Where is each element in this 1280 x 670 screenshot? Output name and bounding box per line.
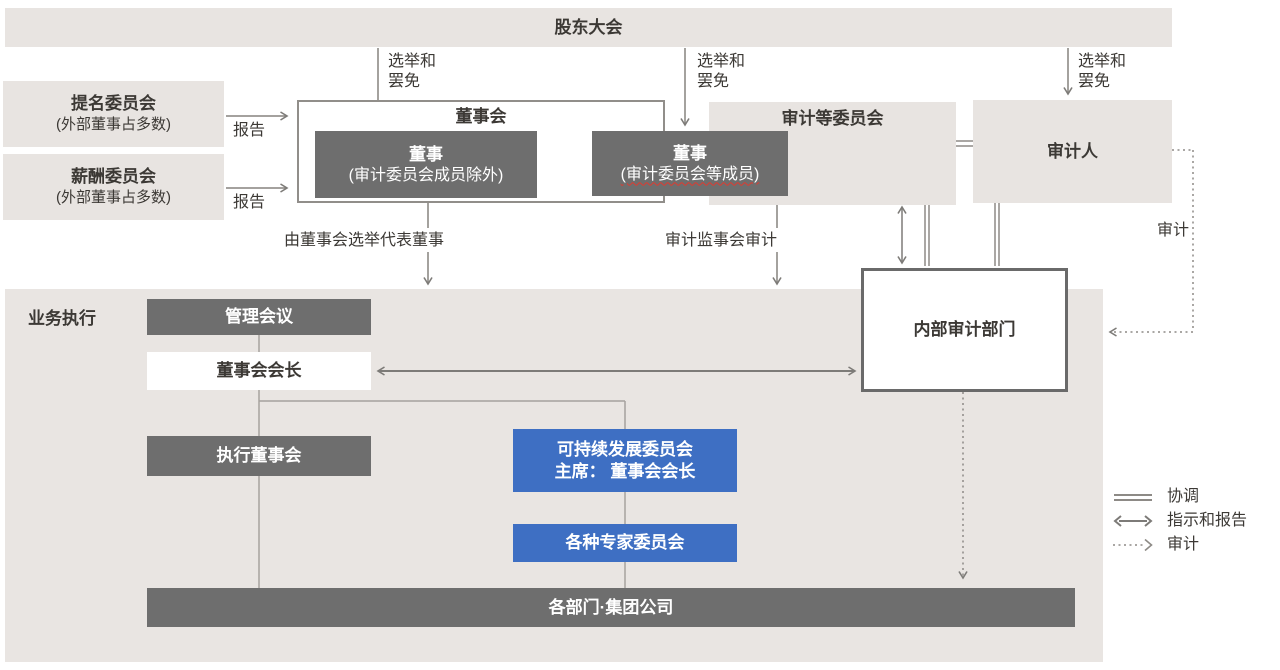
dotted-arrow-icon xyxy=(1113,538,1153,552)
election-label-left: 选举和 罢免 xyxy=(388,52,436,92)
compensation-committee-note: (外部董事占多数) xyxy=(56,189,171,206)
coordination-line-committee-internal-audit xyxy=(924,205,930,266)
shareholders-meeting-bar: 股东大会 xyxy=(5,8,1172,47)
legend-coordination-label: 协调 xyxy=(1167,488,1200,505)
directors-excl-audit-title: 董事 xyxy=(409,144,443,164)
legend-instruction-report: 指示和报告 xyxy=(1111,511,1247,531)
compensation-committee-title: 薪酬委员会 xyxy=(71,167,156,186)
double-arrow-icon xyxy=(1113,515,1153,527)
board-of-directors-label: 董事会 xyxy=(455,107,507,126)
audit-committee-label: 审计等委员会 xyxy=(781,109,884,128)
nomination-committee-note: (外部董事占多数) xyxy=(56,116,171,133)
election-label-middle: 选举和 罢免 xyxy=(697,52,745,92)
election-label-line1: 选举和 xyxy=(388,53,437,70)
election-label-right: 选举和 罢免 xyxy=(1078,52,1126,92)
election-label-line2: 罢免 xyxy=(697,73,730,90)
management-meeting-label: 管理会议 xyxy=(225,307,293,326)
report-label-compensation: 报告 xyxy=(233,194,266,211)
directors-excl-audit-box: 董事 (审计委员会成员除外) xyxy=(315,131,537,198)
nomination-committee-box: 提名委员会 (外部董事占多数) xyxy=(3,81,224,147)
auditor-box: 审计人 xyxy=(973,100,1172,203)
executive-board-label: 执行董事会 xyxy=(216,446,302,465)
management-meeting-box: 管理会议 xyxy=(147,299,371,335)
legend-audit: 审计 xyxy=(1111,535,1199,555)
sustainability-committee-line2: 主席： 董事会会长 xyxy=(554,461,696,481)
directors-audit-members-note: (审计委员会等成员) xyxy=(620,165,760,183)
shareholders-meeting-label: 股东大会 xyxy=(554,17,623,37)
audit-supervisory-label: 审计监事会审计 xyxy=(665,232,778,249)
coordination-line-committee-auditor xyxy=(956,140,973,147)
legend-coordination: 协调 xyxy=(1111,487,1199,507)
nomination-committee-title: 提名委员会 xyxy=(71,94,156,113)
legend-audit-label: 审计 xyxy=(1167,536,1200,553)
sustainability-committee-line1: 可持续发展委员会 xyxy=(557,439,693,459)
directors-excl-audit-note: (审计委员会成员除外) xyxy=(348,166,504,184)
internal-audit-label: 内部审计部门 xyxy=(913,320,1016,339)
auditor-label: 审计人 xyxy=(1047,141,1098,161)
directors-audit-members-box: 董事 (审计委员会等成员) xyxy=(592,131,788,196)
business-execution-label: 业务执行 xyxy=(28,309,96,328)
election-label-line1: 选举和 xyxy=(697,53,746,70)
departments-group-label: 各部门·集团公司 xyxy=(548,597,674,617)
double-line-icon xyxy=(1114,494,1152,501)
dotted-audit-path-right xyxy=(1172,149,1194,330)
coordination-line-auditor-internal-audit xyxy=(994,203,1000,266)
audit-right-label: 审计 xyxy=(1157,222,1190,239)
election-label-line2: 罢免 xyxy=(388,73,421,90)
legend-instruction-report-label: 指示和报告 xyxy=(1167,512,1248,529)
internal-audit-box: 内部审计部门 xyxy=(861,268,1068,392)
election-label-line1: 选举和 xyxy=(1078,53,1127,70)
report-label-nomination: 报告 xyxy=(233,122,266,139)
expert-committees-box: 各种专家委员会 xyxy=(513,524,737,562)
board-chairman-label: 董事会会长 xyxy=(216,361,302,380)
representative-election-label: 由董事会选举代表董事 xyxy=(284,232,445,249)
compensation-committee-box: 薪酬委员会 (外部董事占多数) xyxy=(3,154,224,220)
departments-group-bar: 各部门·集团公司 xyxy=(147,588,1075,627)
directors-audit-members-title: 董事 xyxy=(673,143,707,163)
election-label-line2: 罢免 xyxy=(1078,73,1111,90)
expert-committees-label: 各种专家委员会 xyxy=(565,533,685,552)
board-chairman-box: 董事会会长 xyxy=(147,352,371,390)
connector-branch-sustainability xyxy=(259,400,626,429)
executive-board-box: 执行董事会 xyxy=(147,436,371,476)
sustainability-committee-box: 可持续发展委员会 主席： 董事会会长 xyxy=(513,429,737,492)
